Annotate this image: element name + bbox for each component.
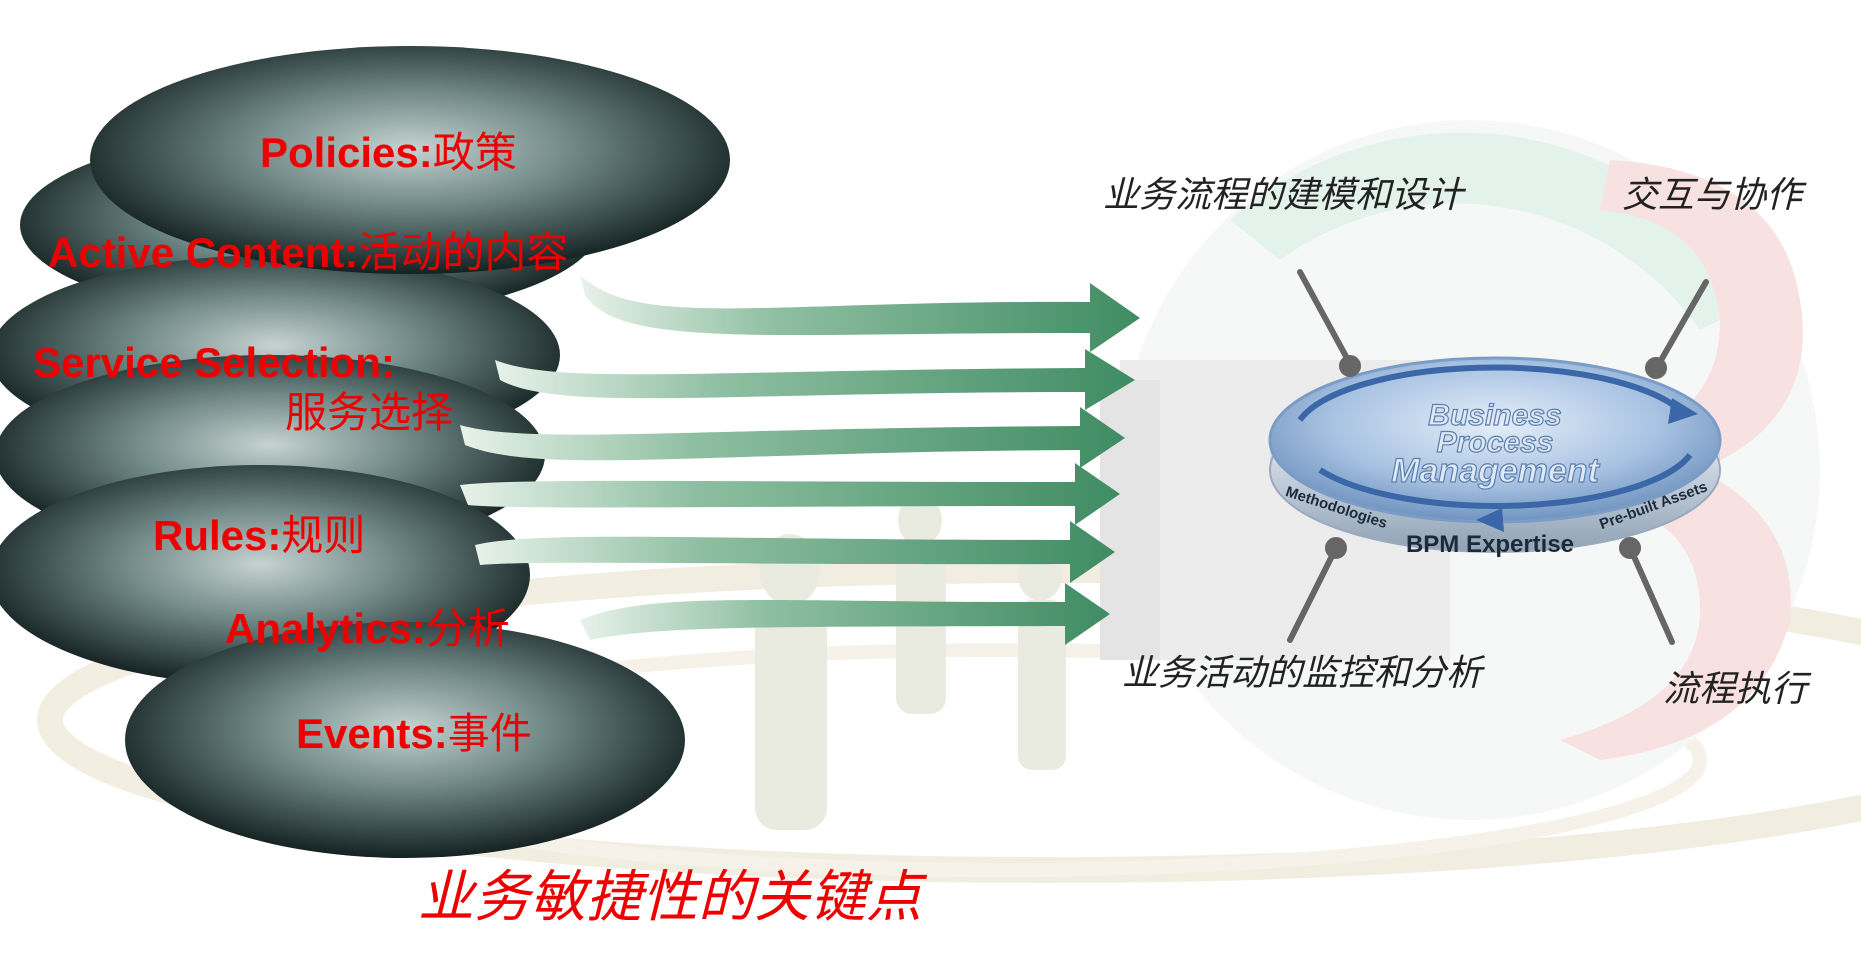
cycle-arrowhead — [1476, 508, 1504, 532]
callout-process-execution: 流程执行 — [1663, 669, 1808, 710]
slide-title: 业务敏捷性的关键点 — [418, 865, 922, 930]
screen-left — [1100, 380, 1160, 660]
flow-arrows — [460, 275, 1140, 645]
focus-ellipse — [90, 46, 730, 274]
focus-label-analytics: Analytics:分析 — [225, 608, 510, 650]
focus-label-en: Policies: — [260, 129, 433, 176]
flow-arrow — [460, 463, 1120, 525]
focus-label-policies: Policies:政策 — [260, 132, 517, 174]
bpm-title-line: Business — [1428, 399, 1561, 432]
focus-label-service-selection: Service Selection: — [33, 342, 395, 384]
focus-label-zh: 活动的内容 — [358, 228, 569, 277]
focus-label-en: Active Content: — [48, 229, 359, 276]
bpm-rim-center: BPM Expertise — [1406, 531, 1574, 558]
flow-arrow — [580, 583, 1110, 645]
flow-arrow — [495, 349, 1135, 410]
focus-ellipse — [125, 622, 685, 858]
callout-modeling-design: 业务流程的建模和设计 — [1103, 175, 1464, 216]
focus-label-active-content: Active Content:活动的内容 — [48, 232, 568, 274]
focus-label-en: Service Selection: — [33, 339, 395, 386]
bpm-title-line: Process — [1437, 426, 1554, 459]
focus-label-zh: 服务选择 — [285, 388, 454, 437]
bpm-disc — [1268, 356, 1722, 553]
focus-label-en: Analytics: — [225, 605, 426, 652]
focus-label-events: Events:事件 — [296, 713, 532, 755]
bpm-disc-text: Business Process Management — [1390, 398, 1601, 490]
focus-label-zh: 事件 — [447, 709, 532, 758]
cycle-arrowhead — [1668, 398, 1698, 424]
flow-arrow — [475, 521, 1115, 583]
callout-interaction-collaboration: 交互与协作 — [1622, 175, 1803, 216]
flow-arrow — [460, 407, 1125, 468]
flow-arrow — [580, 275, 1140, 352]
focus-label-service-selection-zh: 服务选择 — [285, 392, 453, 434]
callout-monitoring-analysis: 业务活动的监控和分析 — [1122, 653, 1483, 694]
focus-label-rules: Rules:规则 — [153, 515, 365, 557]
focus-label-zh: 分析 — [425, 604, 510, 653]
focus-label-en: Rules: — [153, 512, 282, 559]
focus-label-zh: 规则 — [281, 511, 366, 560]
cycle-arrow-bottom — [1318, 453, 1693, 509]
bpm-title-line: Management — [1391, 452, 1600, 490]
focus-label-zh: 政策 — [432, 128, 517, 177]
focus-ellipse-stack — [0, 46, 730, 858]
cycle-arrow-top — [1297, 364, 1682, 422]
callout-lines — [1287, 269, 1709, 645]
focus-label-en: Events: — [296, 710, 448, 757]
